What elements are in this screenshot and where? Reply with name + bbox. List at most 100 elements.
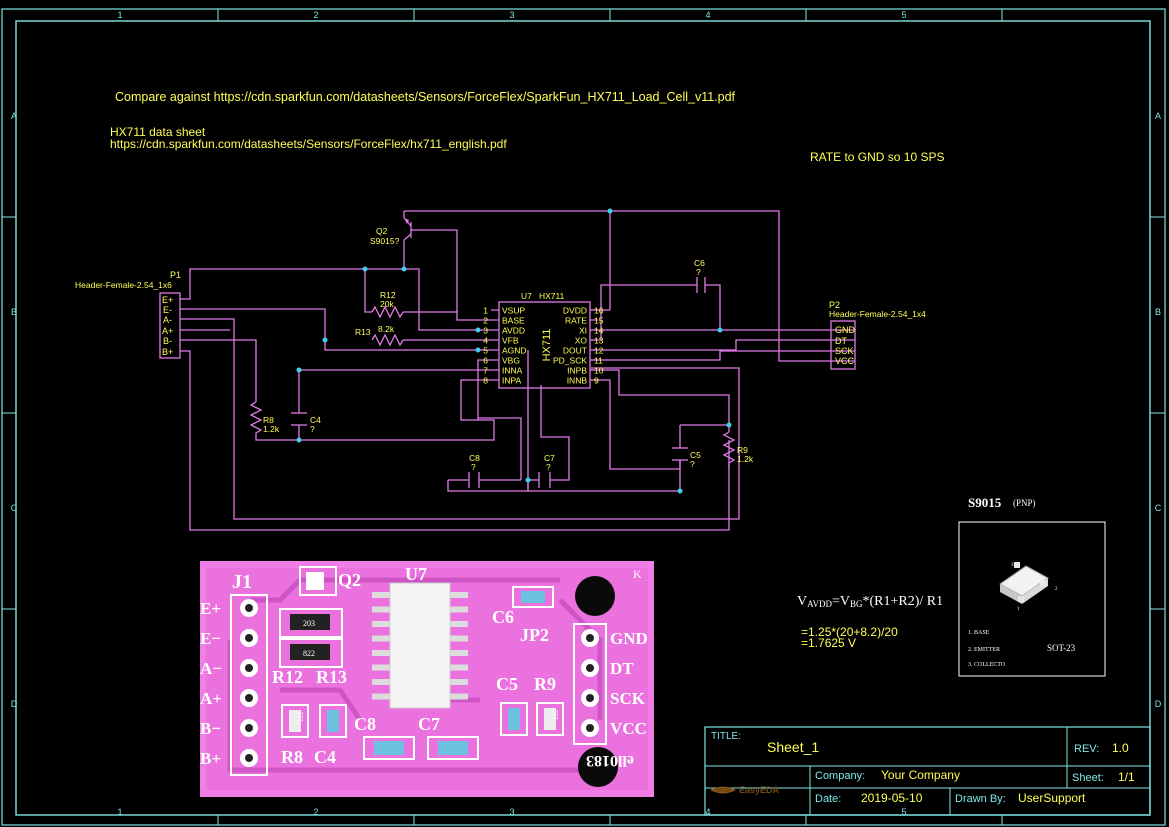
easyeda-logo: EasyEDA	[710, 785, 780, 795]
row-label: A	[1155, 111, 1161, 121]
u7-pin-number: 3	[483, 326, 488, 336]
junction	[475, 347, 481, 353]
s9015-pin-desc: 2. EMITTER	[968, 647, 1000, 653]
pcb-label-c4: C4	[314, 747, 336, 767]
wires	[180, 210, 855, 531]
pcb-right-pin-label: DT	[610, 659, 634, 678]
pcb-chip-pin	[372, 635, 390, 642]
frame-column-labels: 1 2 3 4 5 1 2 3 4 5	[117, 10, 906, 817]
s9015-pin-num: 1	[1017, 607, 1020, 612]
row-label: A	[11, 111, 17, 121]
u7-pin-number: 13	[594, 336, 604, 346]
drawn-value: UserSupport	[1018, 791, 1086, 805]
s9015-package: SOT-23	[1047, 643, 1076, 653]
u7-pin-name: RATE	[565, 316, 587, 326]
c6-value: ?	[696, 267, 701, 277]
junction	[525, 477, 531, 483]
col-label: 4	[705, 10, 710, 20]
u7-pin-name: XO	[575, 336, 588, 346]
junction	[677, 488, 683, 494]
pcb-chip-pin	[450, 693, 468, 700]
u7-pin-number: 14	[594, 326, 604, 336]
resistor-r9: R9 1.2k	[722, 431, 754, 468]
u7-pin-name: INPA	[502, 376, 522, 386]
c7-ref: C7	[544, 453, 555, 463]
junction	[296, 437, 302, 443]
drawn-label: Drawn By:	[955, 793, 1006, 805]
pcb-pad-hole	[245, 664, 253, 672]
u7-pin-name: BASE	[502, 316, 525, 326]
pcb-label-j1: J1	[232, 571, 252, 593]
p1-pin: E-	[163, 305, 172, 315]
u7-pin-name: INNA	[502, 366, 523, 376]
u7-pin-name: AVDD	[502, 326, 525, 336]
junctions	[296, 208, 732, 494]
pcb-chip-pin	[450, 592, 468, 598]
pcb-chip-mark: 203	[303, 619, 315, 628]
formula-line2: =1.25*(20+8.2)/20	[801, 625, 898, 639]
p2-pin: SCK	[835, 346, 854, 356]
junction	[401, 266, 407, 272]
r12-ref: R12	[380, 290, 396, 300]
sheet-title: Sheet_1	[767, 739, 819, 755]
r13-value: 8.2k	[378, 324, 395, 334]
u7-pin-name: INPB	[567, 366, 587, 376]
capacitor-c8: C8 ?	[468, 453, 480, 488]
capacitor-c7: C7 ?	[538, 453, 555, 488]
pcb-chip-pin	[450, 679, 468, 685]
p1-pin: B-	[163, 336, 172, 346]
c6-ref: C6	[694, 258, 705, 268]
u7-ref: U7	[521, 291, 532, 301]
col-label: 5	[901, 10, 906, 20]
pcb-pad-hole	[586, 724, 594, 732]
note-datasheet-title: HX711 data sheet	[110, 125, 206, 139]
junction	[607, 208, 613, 214]
u7-pin-name: DVDD	[563, 306, 587, 316]
row-label: B	[11, 307, 17, 317]
pcb-pad-hole	[586, 634, 594, 642]
u7-pin-name: INNB	[567, 376, 588, 386]
date-value: 2019-05-10	[861, 791, 923, 805]
logo-text: EasyEDA	[739, 785, 780, 795]
s9015-pin-num: 2	[1055, 587, 1058, 592]
c8-ref: C8	[469, 453, 480, 463]
pcb-pad-hole	[245, 754, 253, 762]
u7-pin-name: XI	[579, 326, 587, 336]
pcb-label-u7: U7	[405, 564, 427, 584]
u7-pin-name: VFB	[502, 336, 519, 346]
pcb-chip-pin	[450, 650, 468, 656]
formula-line1: VAVDD=VBG*(R1+R2)/ R1	[797, 594, 943, 609]
sheet-value: 1/1	[1118, 770, 1135, 784]
pcb-chip-pin	[372, 664, 390, 671]
u7-pin-name: AGND	[502, 346, 527, 356]
pcb-label-r8: R8	[281, 747, 303, 767]
r12-value: 20k	[380, 299, 394, 309]
pcb-chip-pin	[372, 650, 390, 656]
capacitor-c5: C5 ?	[672, 447, 701, 469]
row-label: D	[11, 699, 18, 709]
pcb-left-pin-label: B+	[200, 749, 221, 768]
rev-label: REV:	[1074, 743, 1099, 755]
capacitor-c6: C6 ?	[694, 258, 706, 293]
junction	[475, 327, 481, 333]
pcb-chip-pin	[372, 592, 390, 598]
col-label: 1	[117, 807, 122, 817]
c5-ref: C5	[690, 450, 701, 460]
pcb-pad-hole	[245, 694, 253, 702]
c4-value: ?	[310, 424, 315, 434]
q2-ref: Q2	[376, 226, 388, 236]
u7-pin-number: 15	[594, 316, 604, 326]
pcb-chip-pin	[372, 693, 390, 700]
transistor-q2: Q2 S9015?	[370, 211, 419, 246]
col-label: 2	[313, 807, 318, 817]
pcb-chip-mark: 822	[303, 649, 315, 658]
date-label: Date:	[815, 793, 841, 805]
pcb-resistor-mark: 122	[297, 711, 305, 722]
junction	[296, 367, 302, 373]
col-label: 4	[705, 807, 710, 817]
s9015-pin-desc: 1. BASE	[968, 630, 990, 636]
c7-value: ?	[546, 462, 551, 472]
formula-line3: =1.7625 V	[801, 636, 856, 650]
